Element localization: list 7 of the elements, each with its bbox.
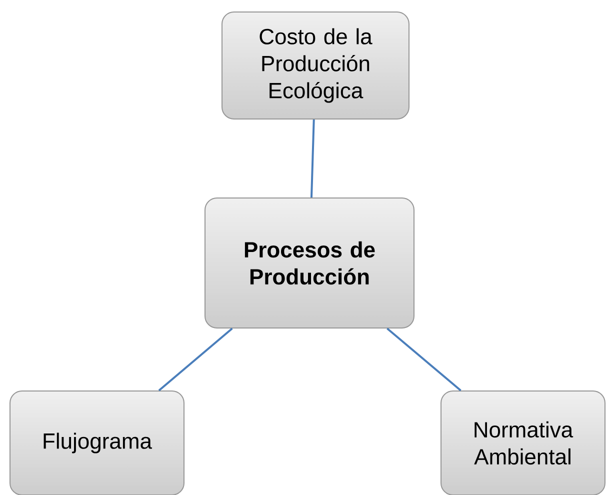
process-box: Costo de la Producción Ecológica <box>222 12 410 120</box>
connector-line <box>386 328 462 392</box>
process-box: Normativa Ambiental <box>440 390 606 495</box>
process-box: Flujograma <box>10 390 184 495</box>
process-box: Procesos de Producción <box>204 198 414 328</box>
connector-line <box>158 328 233 392</box>
connector-line <box>310 119 315 198</box>
